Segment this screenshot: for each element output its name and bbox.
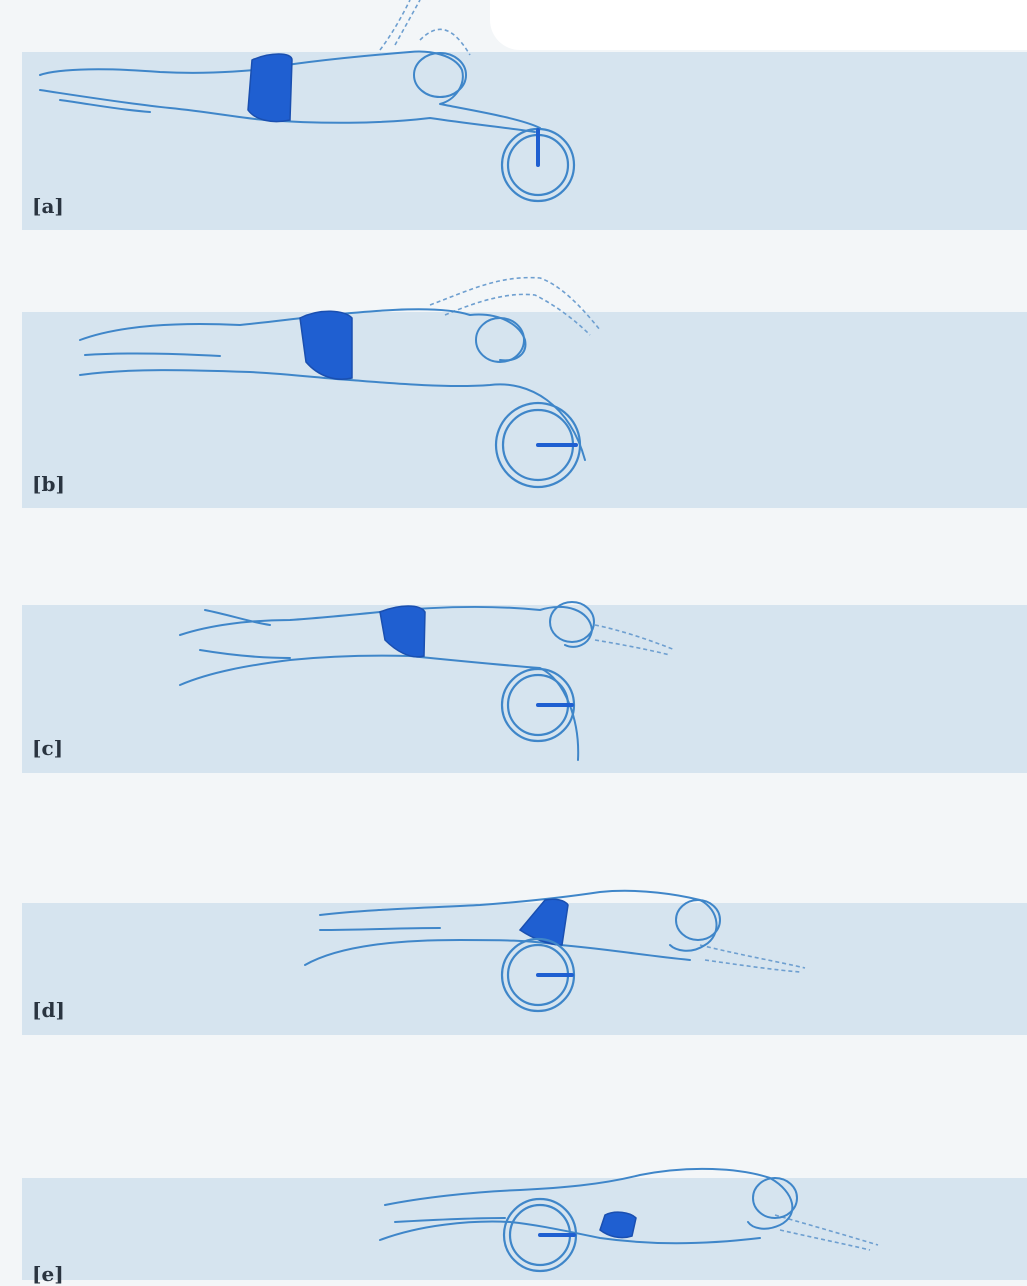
figure-label-d: [d] [32, 998, 65, 1022]
swimmer-c [180, 602, 675, 760]
figure-label-a: [a] [32, 194, 64, 218]
figure-label-e: [e] [32, 1262, 64, 1286]
figure-label-c: [c] [32, 736, 63, 760]
swimmer-b [80, 278, 600, 487]
swimmer-e [380, 1169, 878, 1271]
figure-label-b: [b] [32, 472, 65, 496]
swimmer-d [305, 891, 805, 1011]
swimmer-a [40, 0, 574, 201]
